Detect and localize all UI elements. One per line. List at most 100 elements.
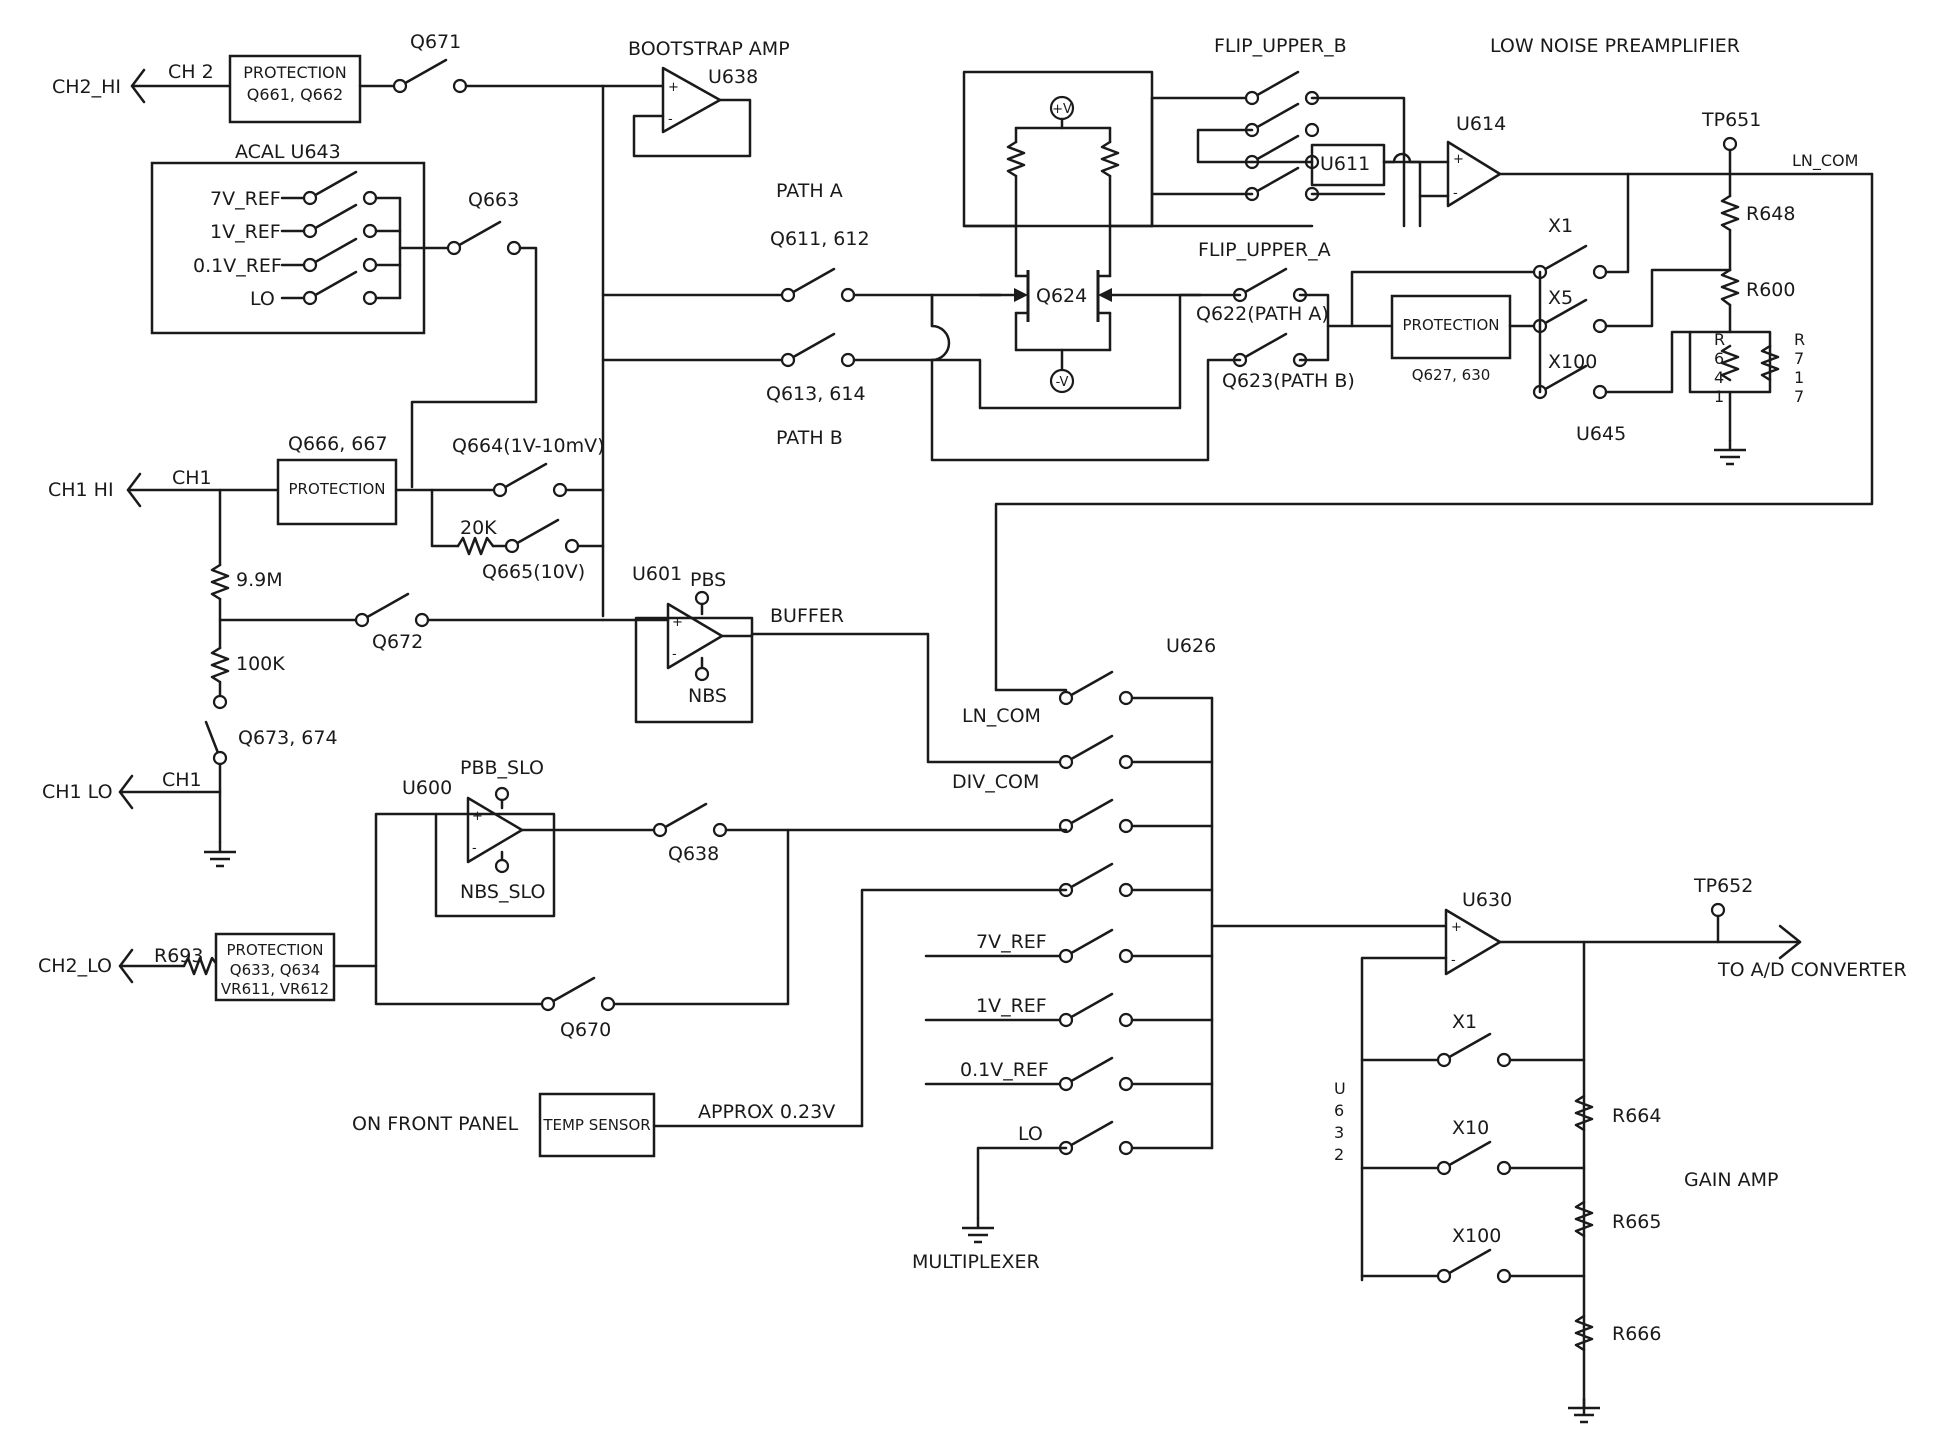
label-temp-sensor: TEMP SENSOR bbox=[542, 1116, 650, 1134]
label-neg-v: -V bbox=[1056, 375, 1069, 390]
ground-ch1-lo bbox=[202, 840, 238, 868]
label-q665: Q665(10V) bbox=[482, 561, 585, 583]
opamp-u630: U630 + - bbox=[1444, 889, 1512, 976]
opamp-u614: U614 + - bbox=[1446, 113, 1506, 208]
svg-text:+: + bbox=[1453, 152, 1464, 167]
label-q623: Q623(PATH B) bbox=[1222, 370, 1355, 392]
ln-com-return bbox=[994, 172, 1874, 692]
label-x100: X100 bbox=[1548, 351, 1597, 373]
resistor-20k bbox=[456, 536, 495, 556]
label-pbs: PBS bbox=[690, 569, 726, 591]
label-low-noise-preamp: LOW NOISE PREAMPLIFIER bbox=[1490, 35, 1740, 57]
label-bootstrap-amp: BOOTSTRAP AMP bbox=[628, 38, 790, 60]
svg-text:1: 1 bbox=[1714, 387, 1724, 406]
label-pbb-slo: PBB_SLO bbox=[460, 757, 544, 779]
mux-switch-ln-com bbox=[1058, 670, 1134, 706]
label-x1: X1 bbox=[1548, 215, 1573, 237]
svg-text:+: + bbox=[668, 80, 679, 95]
switch-q670 bbox=[540, 976, 616, 1012]
switch-q613-614 bbox=[780, 332, 856, 368]
svg-text:2: 2 bbox=[1334, 1145, 1344, 1164]
opamp-u601: U601 PBS + - NBS bbox=[632, 563, 754, 724]
label-x5: X5 bbox=[1548, 287, 1573, 309]
label-q664: Q664(1V-10mV) bbox=[452, 435, 605, 457]
label-tp651: TP651 bbox=[1701, 109, 1761, 131]
svg-text:-: - bbox=[1451, 953, 1456, 968]
label-tp652: TP652 bbox=[1693, 875, 1753, 897]
label-g-x1: X1 bbox=[1452, 1011, 1477, 1033]
label-q663: Q663 bbox=[468, 189, 519, 211]
label-prot-ch2lo-title: PROTECTION bbox=[226, 941, 323, 959]
label-prot-ch2-title: PROTECTION bbox=[243, 63, 346, 82]
protection-ch2-lo: PROTECTION Q633, Q634 VR611, VR612 bbox=[214, 932, 336, 1002]
label-q666: Q666, 667 bbox=[288, 433, 388, 455]
svg-text:-: - bbox=[668, 112, 673, 127]
switch-x1 bbox=[1532, 244, 1608, 280]
svg-text:6: 6 bbox=[1714, 349, 1724, 368]
svg-text:-: - bbox=[1453, 186, 1458, 201]
switch-flip-upper-b-1 bbox=[1244, 70, 1320, 106]
resistor-r665 bbox=[1574, 1200, 1594, 1238]
svg-text:-: - bbox=[672, 647, 677, 662]
svg-text:4: 4 bbox=[1714, 368, 1724, 387]
label-nbs-slo: NBS_SLO bbox=[460, 881, 545, 903]
gain-switch-x1 bbox=[1436, 1032, 1512, 1068]
resistor-r717 bbox=[1760, 344, 1780, 382]
label-lo: LO bbox=[250, 288, 275, 310]
svg-text:7: 7 bbox=[1794, 349, 1804, 368]
label-q613: Q613, 614 bbox=[766, 383, 866, 405]
mux-switch-1v-ref bbox=[1058, 992, 1134, 1028]
tp651: TP651 bbox=[1701, 109, 1761, 176]
switch-flip-upper-b-2 bbox=[1244, 102, 1320, 138]
label-mux-1v: 1V_REF bbox=[976, 995, 1047, 1017]
label-ch2-hi: CH2_HI bbox=[52, 76, 121, 98]
label-r99m: 9.9M bbox=[236, 569, 283, 591]
svg-text:R: R bbox=[1794, 330, 1805, 349]
protection-ch2: PROTECTION Q661, Q662 bbox=[228, 54, 362, 124]
svg-text:+: + bbox=[472, 809, 483, 824]
label-mux-7v: 7V_REF bbox=[976, 931, 1047, 953]
svg-text:+: + bbox=[672, 615, 683, 630]
label-q671: Q671 bbox=[410, 31, 461, 53]
label-u626: U626 bbox=[1166, 635, 1216, 657]
label-div-com: DIV_COM bbox=[952, 771, 1039, 793]
label-q611: Q611, 612 bbox=[770, 228, 870, 250]
gain-switch-x10 bbox=[1436, 1140, 1512, 1176]
label-ch1-lo: CH1 LO bbox=[42, 781, 113, 803]
mux-switch-7v-ref bbox=[1058, 928, 1134, 964]
ground-multiplexer bbox=[960, 1216, 996, 1244]
mux-switch-div-com bbox=[1058, 734, 1134, 770]
label-ch1-hi: CH1 HI bbox=[48, 479, 114, 501]
jfet-pair-q624: +V -V Q624 bbox=[962, 70, 1202, 394]
label-prot-ch2lo-l3: VR611, VR612 bbox=[221, 980, 329, 998]
resistor-9-9m bbox=[210, 563, 230, 601]
label-u638: U638 bbox=[708, 66, 758, 88]
label-u614: U614 bbox=[1456, 113, 1506, 135]
label-r665: R665 bbox=[1612, 1211, 1661, 1233]
switch-q663 bbox=[446, 220, 522, 256]
label-q670: Q670 bbox=[560, 1019, 611, 1041]
label-ln-com-in: LN_COM bbox=[962, 705, 1041, 727]
mux-switch-temp bbox=[1058, 862, 1134, 898]
label-prot-ch2-parts: Q661, Q662 bbox=[247, 85, 343, 104]
ch2-hi-input: CH2_HI CH 2 bbox=[52, 61, 232, 104]
switch-q673-674 bbox=[204, 720, 228, 766]
label-flip-upper-a: FLIP_UPPER_A bbox=[1198, 239, 1331, 261]
svg-text:+: + bbox=[1451, 920, 1462, 935]
switch-q611-612 bbox=[780, 267, 856, 303]
label-buffer: BUFFER bbox=[770, 605, 844, 627]
label-prot-mid-parts: Q627, 630 bbox=[1412, 366, 1491, 384]
label-ref1: 1V_REF bbox=[210, 221, 281, 243]
label-r600: R600 bbox=[1746, 279, 1795, 301]
svg-text:6: 6 bbox=[1334, 1101, 1344, 1120]
svg-text:-: - bbox=[472, 841, 477, 856]
resistor-r693 bbox=[182, 956, 220, 976]
protection-ch1: Q666, 667 PROTECTION bbox=[276, 433, 398, 526]
label-r20k: 20K bbox=[460, 517, 497, 539]
label-pos-v: +V bbox=[1052, 102, 1072, 117]
switch-q671 bbox=[392, 58, 468, 94]
label-nbs: NBS bbox=[688, 685, 727, 707]
label-u645: U645 bbox=[1576, 423, 1626, 445]
switch-q623 bbox=[1232, 332, 1308, 368]
